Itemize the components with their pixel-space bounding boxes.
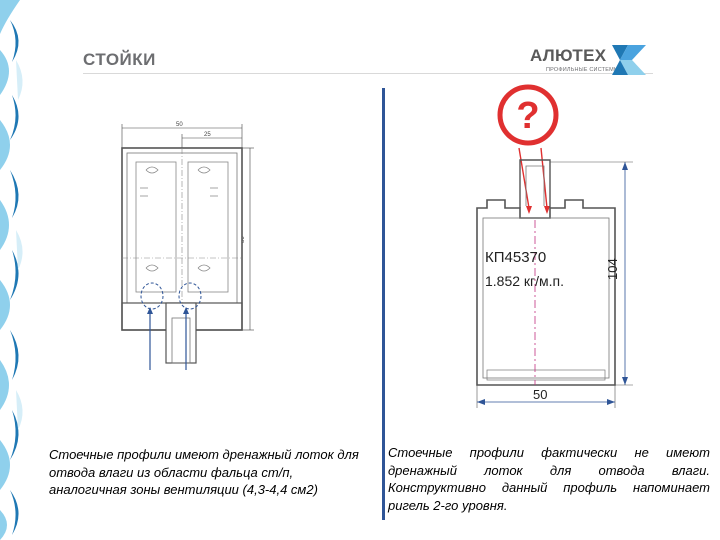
company-logo: АЛЮТЕХ ПРОФИЛЬНЫЕ СИСТЕМЫ bbox=[530, 41, 660, 81]
logo-subtitle: ПРОФИЛЬНЫЕ СИСТЕМЫ bbox=[546, 67, 619, 73]
dim-total-width: 50 bbox=[176, 122, 183, 128]
decorative-border bbox=[0, 0, 28, 540]
title-underline bbox=[83, 73, 653, 74]
left-profile-drawing: 50 25 80 bbox=[121, 122, 254, 370]
profile-weight: 1.852 кг/м.п. bbox=[485, 273, 564, 289]
caption-right: Стоечные профили фактически не имеют дре… bbox=[388, 445, 710, 513]
logo-mark-icon bbox=[612, 45, 646, 75]
profile-code: КП45370 bbox=[485, 249, 546, 266]
right-profile-drawing: ? КП45370 1.852 кг/м.п. 104 50 bbox=[476, 84, 633, 408]
dim-width: 50 bbox=[533, 387, 547, 402]
dim-height: 104 bbox=[605, 258, 620, 280]
logo-name: АЛЮТЕХ bbox=[530, 46, 607, 65]
vertical-divider bbox=[382, 88, 385, 520]
question-mark: ? bbox=[516, 95, 539, 137]
slide-title: СТОЙКИ bbox=[83, 50, 156, 69]
caption-left: Стоечные профили имеют дренажный лоток д… bbox=[49, 447, 359, 497]
dim-half-width: 25 bbox=[204, 132, 211, 138]
dim-height: 80 bbox=[240, 236, 246, 243]
